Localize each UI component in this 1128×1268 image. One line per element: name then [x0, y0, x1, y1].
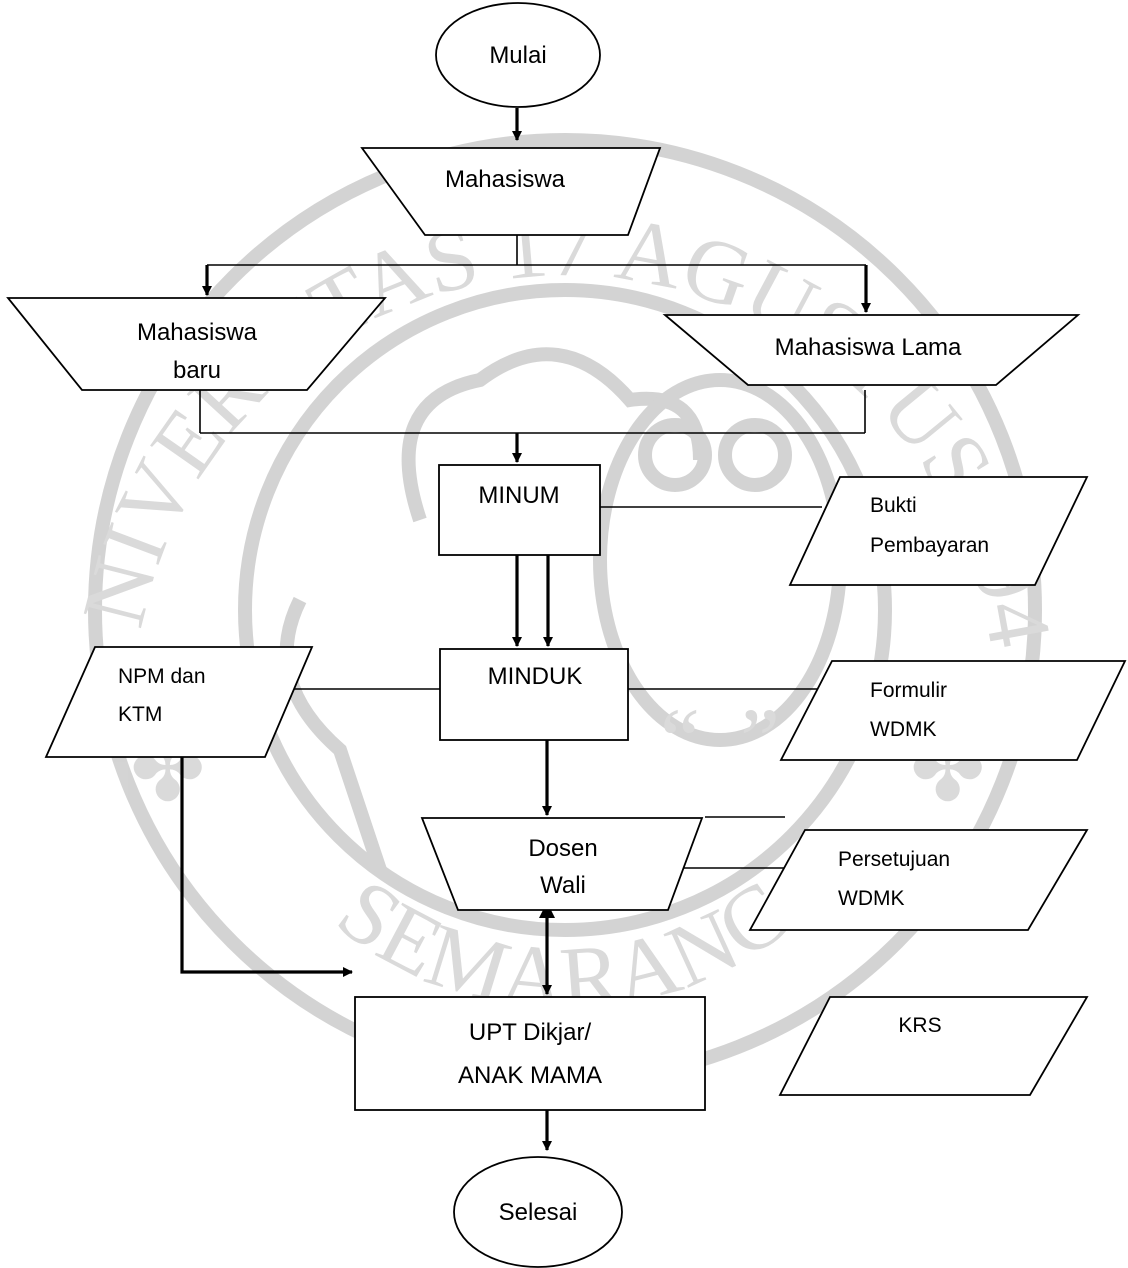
- manual-operation-shape: [360, 147, 662, 236]
- node-label-line1: Persetujuan: [838, 848, 950, 871]
- node-label-line2: KTM: [118, 703, 162, 726]
- node-label-line2: WDMK: [838, 887, 905, 910]
- node-label: MINUM: [478, 482, 559, 509]
- node-persetujuan-wdmk[interactable]: Persetujuan WDMK: [748, 829, 1089, 931]
- terminator-shape: [435, 2, 601, 108]
- seal-quote-open: “: [660, 691, 700, 790]
- node-minum[interactable]: MINUM: [438, 464, 601, 556]
- seal-tree-icon: [401, 347, 707, 523]
- node-label: Mahasiswa Lama: [775, 334, 962, 361]
- node-mahasiswa[interactable]: Mahasiswa: [360, 147, 662, 236]
- node-label-line1: NPM dan: [118, 665, 206, 688]
- seal-owl-eye-right: [718, 418, 792, 492]
- node-mahasiswa-lama[interactable]: Mahasiswa Lama: [662, 314, 1081, 386]
- node-label: KRS: [898, 1014, 941, 1037]
- arrow-npm-to-upt: [180, 757, 353, 977]
- data-shape: [778, 996, 1089, 1096]
- node-label-line2: Wali: [540, 872, 586, 899]
- node-formulir-wdmk[interactable]: Formulir WDMK: [779, 660, 1127, 761]
- node-label: Mahasiswa: [445, 166, 566, 193]
- node-label-line2: ANAK MAMA: [458, 1062, 602, 1089]
- node-label-line1: Formulir: [870, 679, 947, 702]
- node-npm-ktm[interactable]: NPM dan KTM: [44, 646, 314, 758]
- node-label-line2: WDMK: [870, 718, 937, 741]
- data-shape: [788, 476, 1089, 586]
- data-shape: [779, 660, 1127, 761]
- process-shape: [439, 648, 629, 741]
- data-shape: [748, 829, 1089, 931]
- node-upt-dikjar[interactable]: UPT Dikjar/ ANAK MAMA: [354, 996, 706, 1111]
- manual-operation-shape: [420, 817, 704, 911]
- node-label: Mulai: [489, 42, 546, 69]
- node-label: Selesai: [499, 1199, 578, 1226]
- data-shape: [44, 646, 314, 758]
- terminator-shape: [453, 1156, 623, 1268]
- manual-operation-shape: [662, 314, 1081, 386]
- seal-inner-ring: [238, 283, 892, 937]
- node-label-line2: baru: [173, 357, 221, 384]
- manual-operation-shape: [6, 297, 387, 391]
- node-label-line1: Dosen: [528, 835, 597, 862]
- node-label-line1: UPT Dikjar/: [469, 1019, 592, 1046]
- node-label-line2: Pembayaran: [870, 534, 989, 557]
- node-mulai[interactable]: Mulai: [435, 2, 601, 108]
- node-label-line1: Mahasiswa: [137, 319, 258, 346]
- node-label: MINDUK: [488, 663, 583, 690]
- node-minduk[interactable]: MINDUK: [439, 648, 629, 741]
- node-selesai[interactable]: Selesai: [453, 1156, 623, 1268]
- node-bukti-pembayaran[interactable]: Bukti Pembayaran: [788, 476, 1089, 586]
- process-shape: [438, 464, 601, 556]
- node-dosen-wali[interactable]: Dosen Wali: [420, 817, 704, 911]
- seal-owl-eye-left: [638, 418, 712, 492]
- seal-quote-close: ”: [740, 691, 780, 790]
- node-mahasiswa-baru[interactable]: Mahasiswa baru: [6, 297, 387, 391]
- process-shape: [354, 996, 706, 1111]
- node-label-line1: Bukti: [870, 494, 917, 517]
- node-krs[interactable]: KRS: [778, 996, 1089, 1096]
